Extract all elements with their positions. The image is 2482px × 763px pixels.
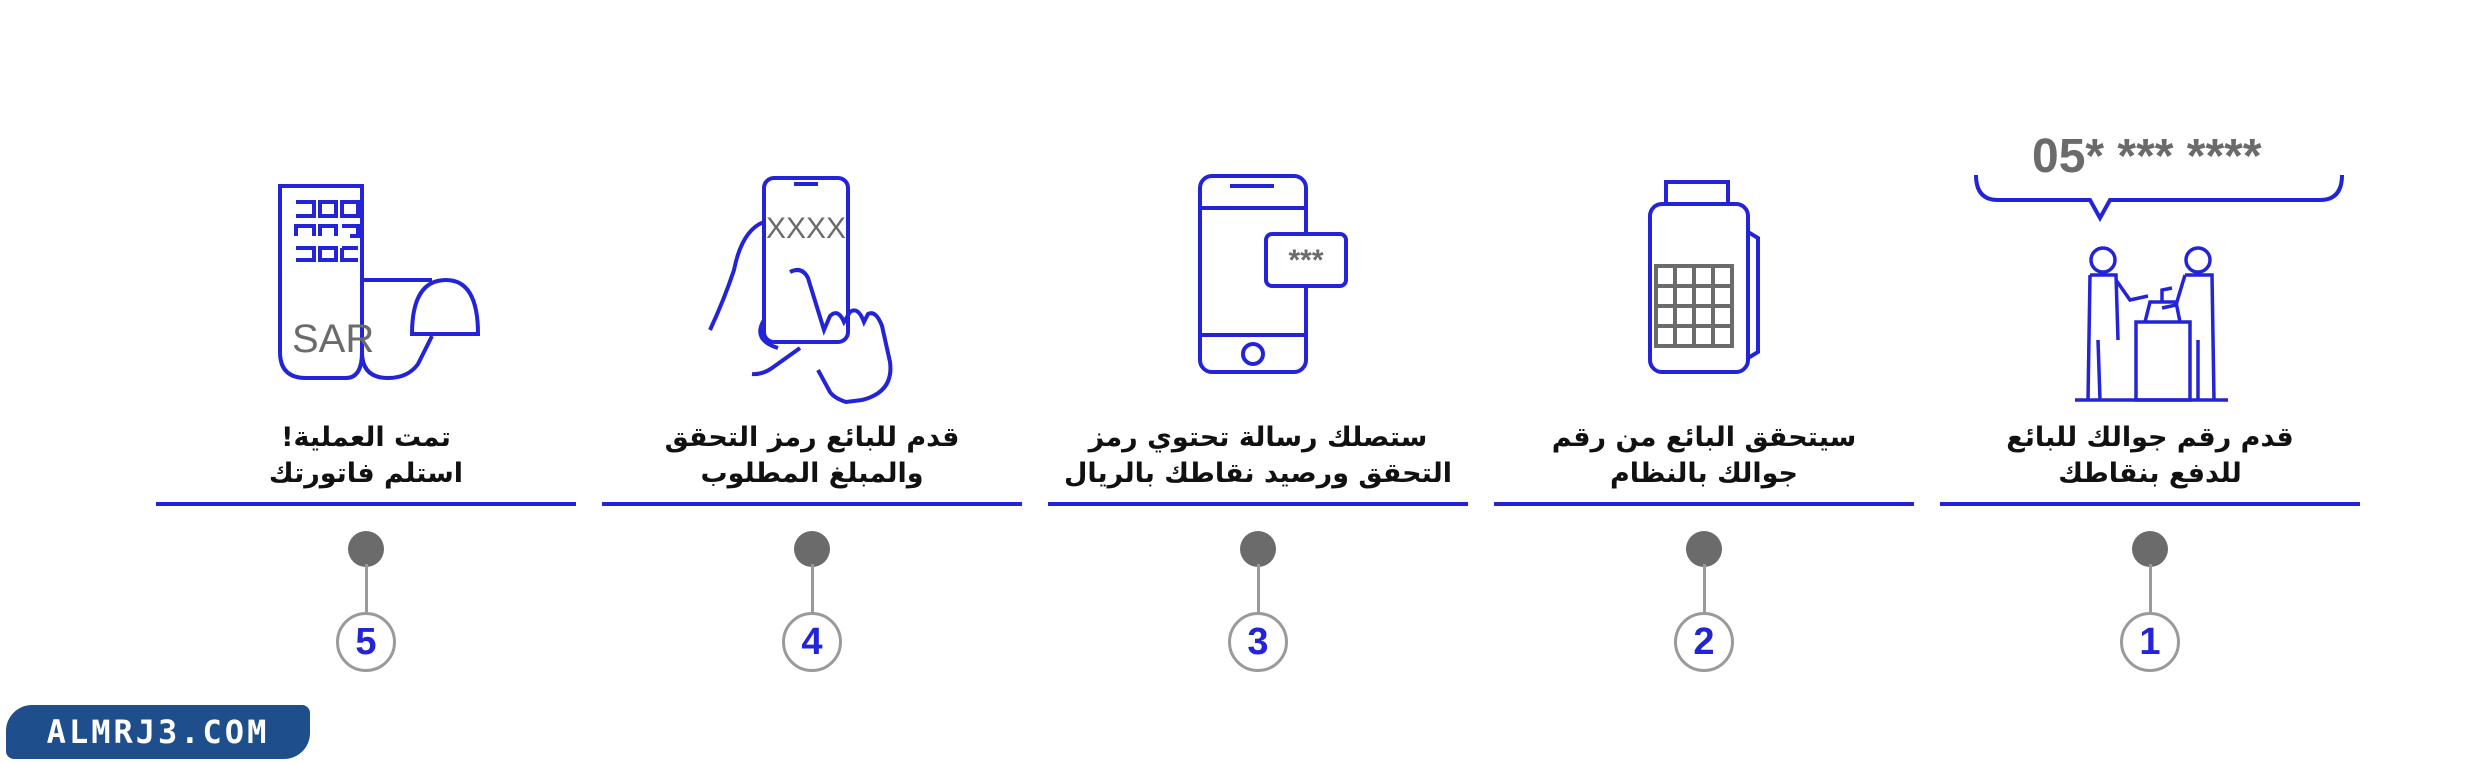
step-number: 5: [336, 612, 396, 672]
timeline-stem: [811, 564, 814, 614]
step-3: *** ستصلك رسالة تحتوي رمز التحقق ورصيد ن…: [1048, 0, 1468, 700]
step-caption: قدم رقم جوالك للبائع للدفع بنقاطك: [1940, 420, 2360, 492]
caption-line-2: التحقق ورصيد نقاطك بالريال: [1063, 458, 1453, 489]
step-caption: تمت العملية! استلم فاتورتك: [156, 420, 576, 492]
timeline-stem: [1703, 564, 1706, 614]
caption-line-1: قدم للبائع رمز التحقق: [664, 422, 960, 453]
sms-phone-icon: ***: [1048, 130, 1468, 420]
step-number: 4: [782, 612, 842, 672]
caption-line-1: سيتحقق البائع من رقم: [1551, 422, 1857, 453]
step-divider: [1048, 502, 1468, 506]
step-number: 2: [1674, 612, 1734, 672]
pos-terminal-icon: [1494, 130, 1914, 420]
timeline-dot: [1240, 531, 1276, 567]
customer-seller-icon: 05* *** ****: [1940, 130, 2360, 420]
phone-bubble-text: 05* *** ****: [2032, 130, 2262, 183]
timeline-dot: [2132, 531, 2168, 567]
caption-line-2: استلم فاتورتك: [268, 458, 464, 489]
step-caption: قدم للبائع رمز التحقق والمبلغ المطلوب: [602, 420, 1022, 492]
site-logo[interactable]: ALMRJ3.COM: [6, 705, 310, 759]
step-number: 3: [1228, 612, 1288, 672]
step-divider: [1940, 502, 2360, 506]
caption-line-1: قدم رقم جوالك للبائع: [2006, 422, 2294, 453]
step-1: 05* *** **** قدم رقم جوالك للبائع للدفع …: [1940, 0, 2360, 700]
hand-phone-icon: XXXX: [602, 130, 1022, 420]
timeline-stem: [2149, 564, 2152, 614]
step-2: سيتحقق البائع من رقم جوالك بالنظام 2: [1494, 0, 1914, 700]
timeline-stem: [1257, 564, 1260, 614]
caption-line-1: تمت العملية!: [281, 422, 451, 453]
receipt-icon: SAR: [156, 130, 576, 420]
timeline-dot: [1686, 531, 1722, 567]
receipt-currency-text: SAR: [292, 317, 374, 361]
step-divider: [156, 502, 576, 506]
sms-code-text: ***: [1288, 244, 1323, 277]
caption-line-1: ستصلك رسالة تحتوي رمز: [1088, 422, 1428, 453]
step-5: SAR تمت العملية! استلم فاتورتك 5: [156, 0, 576, 700]
timeline-stem: [365, 564, 368, 614]
step-4: XXXX قدم للبائع رمز التحقق والمبلغ المطل…: [602, 0, 1022, 700]
timeline-dot: [794, 531, 830, 567]
caption-line-2: للدفع بنقاطك: [2058, 458, 2242, 489]
step-caption: ستصلك رسالة تحتوي رمز التحقق ورصيد نقاطك…: [1048, 420, 1468, 492]
caption-line-2: جوالك بالنظام: [1610, 458, 1798, 489]
timeline-dot: [348, 531, 384, 567]
caption-line-2: والمبلغ المطلوب: [700, 458, 924, 489]
step-divider: [1494, 502, 1914, 506]
step-caption: سيتحقق البائع من رقم جوالك بالنظام: [1494, 420, 1914, 492]
phone-screen-code: XXXX: [766, 212, 846, 245]
step-number: 1: [2120, 612, 2180, 672]
step-divider: [602, 502, 1022, 506]
